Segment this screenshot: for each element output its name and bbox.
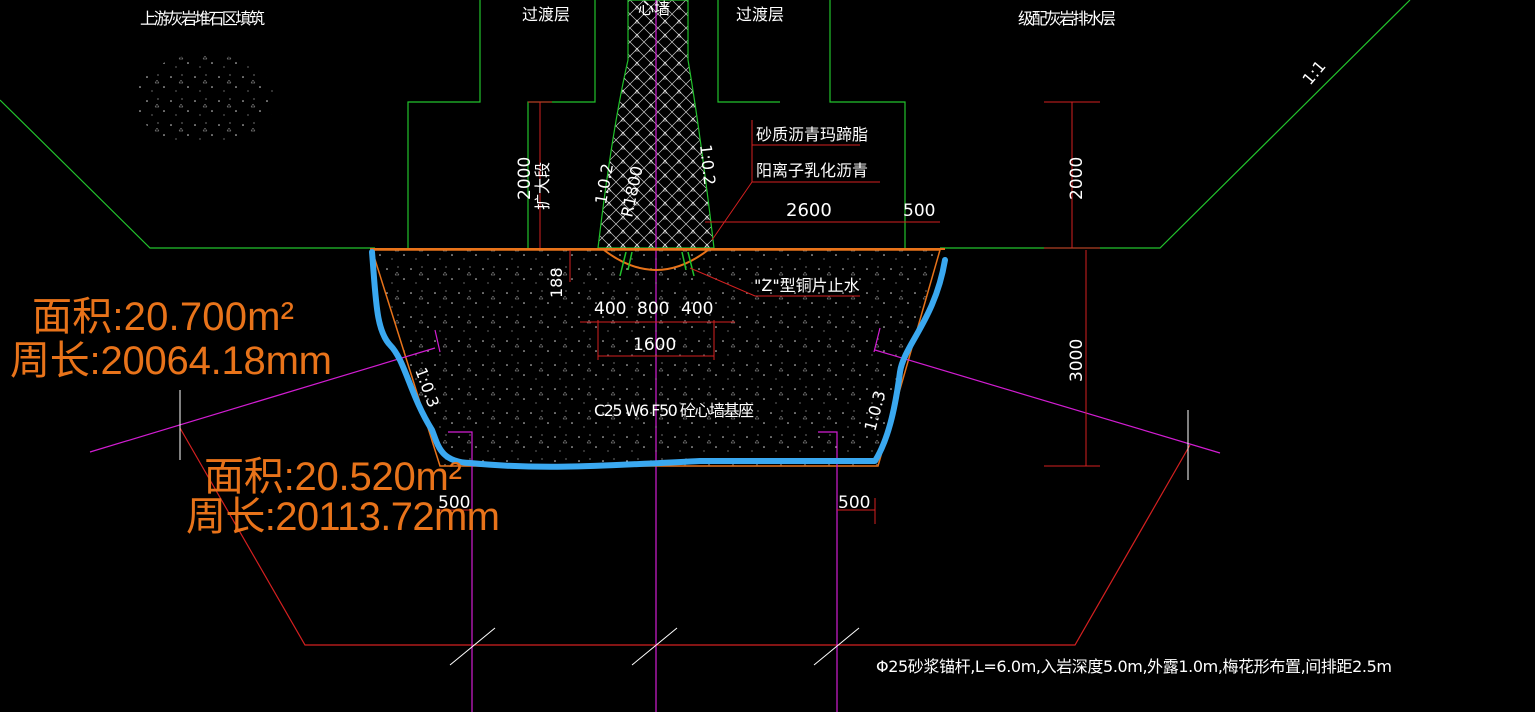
core-wall-label: 心墙: [638, 0, 670, 18]
dim-left-2000: 2000: [515, 157, 535, 200]
magenta-lines: [89, 327, 1221, 712]
anchor-ticks: [179, 390, 1189, 666]
dim-400-left: 400: [594, 299, 626, 319]
area-1-label: 面积:20.700m²: [32, 295, 294, 339]
excavation-outline: [179, 427, 1191, 646]
labels: 上游灰岩堆石区填筑 过渡层 心墙 过渡层 级配灰岩排水层 1:1 砂质沥青玛蹄脂…: [140, 0, 1392, 676]
area-2-label: 面积:20.520m²: [204, 455, 462, 499]
dim-800: 800: [637, 299, 669, 319]
dim-right-3000: 3000: [1067, 339, 1087, 382]
base-concrete-label: C25 W6 F50 砼心墙基座: [594, 401, 754, 420]
dim-1600: 1600: [633, 335, 676, 355]
core-slope-right-label: 1:0.2: [696, 143, 719, 186]
copper-waterstop: [619, 251, 695, 277]
dim-2600: 2600: [786, 200, 832, 221]
dimension-texts: 2000 2000 3000 2600 500 188 400 800 400 …: [438, 157, 1087, 513]
sand-asphalt-label: 砂质沥青玛蹄脂: [756, 125, 868, 144]
radius-arc: [603, 249, 709, 271]
dim-500-right: 500: [838, 493, 870, 513]
embankment-outline: [0, 0, 1411, 249]
perimeter-1-label: 周长:20064.18mm: [10, 339, 332, 383]
graded-drain-label: 级配灰岩排水层: [1018, 9, 1116, 28]
cationic-asphalt-label: 阳离子乳化沥青: [756, 161, 868, 180]
dim-400-right: 400: [681, 299, 713, 319]
highlight-outline: [369, 249, 948, 470]
upstream-fill-label: 上游灰岩堆石区填筑: [140, 9, 265, 28]
dim-right-2000: 2000: [1067, 157, 1087, 200]
transition-left-label: 过渡层: [522, 5, 570, 24]
copper-waterstop-label: "Z"型铜片止水: [754, 276, 860, 295]
perimeter-2-label: 周长:20113.72mm: [186, 495, 500, 539]
dim-500-left: 500: [438, 493, 470, 513]
enlarged-section-label: 扩大段: [533, 162, 552, 210]
dimension-lines: [440, 101, 1100, 524]
rockfill-hatch: [135, 54, 275, 146]
measurement-overlays: 面积:20.700m² 周长:20064.18mm 面积:20.520m² 周长…: [10, 295, 500, 539]
dim-500-top: 500: [903, 201, 935, 221]
transition-right-label: 过渡层: [736, 5, 784, 24]
dim-188: 188: [547, 267, 566, 298]
anchor-note: Φ25砂浆锚杆,L=6.0m,入岩深度5.0m,外露1.0m,梅花形布置,间排距…: [876, 657, 1392, 676]
